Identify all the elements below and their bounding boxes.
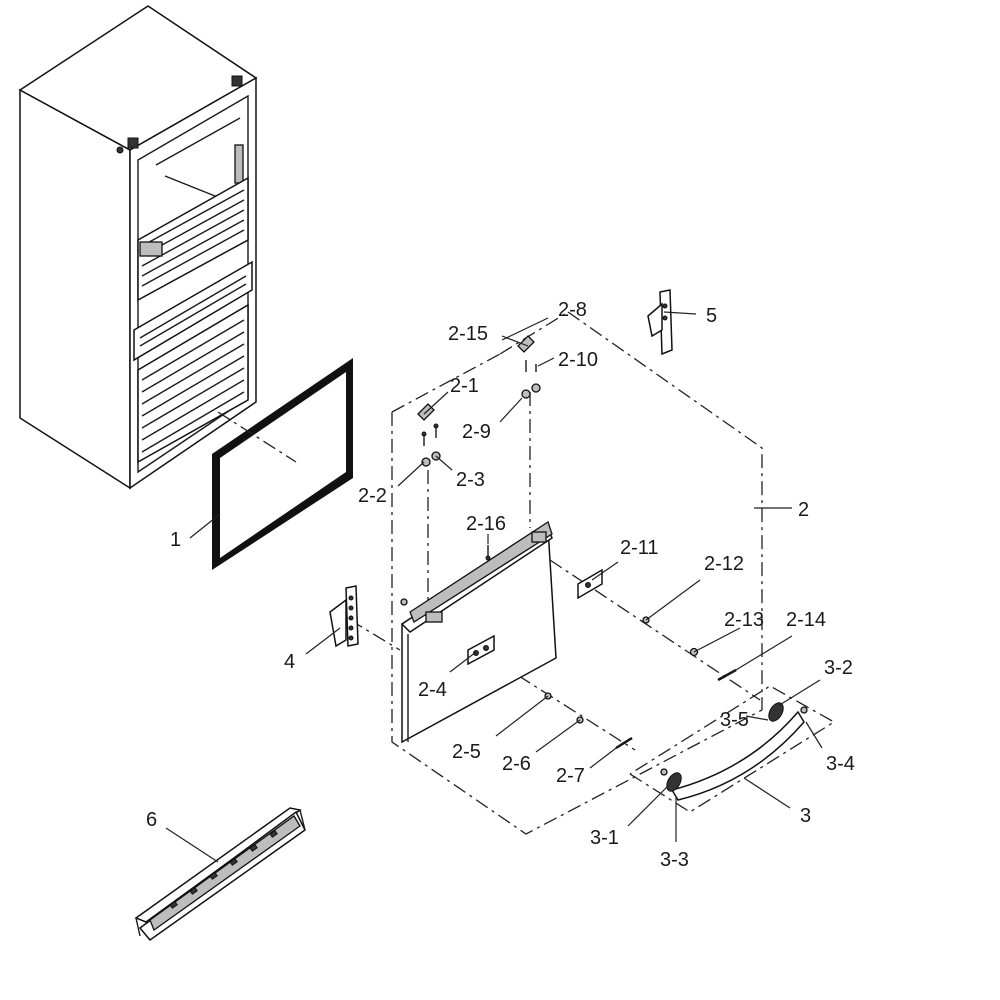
label-6: 6: [146, 809, 157, 831]
label-2-15: 2-15: [448, 323, 488, 345]
label-2-3: 2-3: [456, 469, 485, 491]
label-2-5: 2-5: [452, 741, 481, 763]
label-1: 1: [170, 529, 181, 551]
label-2-4: 2-4: [418, 679, 447, 701]
screw-parts-2-12-to-2-14: [642, 616, 737, 682]
handle-assembly-part-3: [629, 685, 836, 813]
refrigerator-cabinet: [18, 5, 258, 490]
label-2-14: 2-14: [786, 609, 826, 631]
leader-lines: [305, 311, 823, 842]
gasket-alignment-line: [217, 411, 297, 463]
label-2: 2: [798, 499, 809, 521]
label-3-4: 3-4: [826, 753, 855, 775]
label-2-7: 2-7: [556, 765, 585, 787]
door-panel-part-2: [400, 520, 557, 744]
label-3-5: 3-5: [720, 709, 749, 731]
label-2-1: 2-1: [450, 375, 479, 397]
callout-labels: 1 2 2-1 2-2 2-3 2-4 2-5 2-6 2-7 2-8 2-9 …: [146, 299, 855, 871]
label-2-13: 2-13: [724, 609, 764, 631]
handle-part-6: [134, 807, 306, 942]
hinge-parts-2-8-to-2-10: [517, 335, 541, 399]
label-3-2: 3-2: [824, 657, 853, 679]
screw-near-door: [400, 598, 408, 606]
hinge-part-4: [329, 585, 359, 648]
label-2-8: 2-8: [558, 299, 587, 321]
label-3-3: 3-3: [660, 849, 689, 871]
label-4: 4: [284, 651, 295, 673]
label-2-6: 2-6: [502, 753, 531, 775]
label-3-1: 3-1: [590, 827, 619, 849]
label-2-16: 2-16: [466, 513, 506, 535]
label-2-2: 2-2: [358, 485, 387, 507]
label-2-11: 2-11: [620, 537, 659, 559]
label-2-12: 2-12: [704, 553, 744, 575]
label-2-10: 2-10: [558, 349, 598, 371]
label-5: 5: [706, 305, 717, 327]
label-2-9: 2-9: [462, 421, 491, 443]
leader-1: [189, 513, 221, 539]
label-3: 3: [800, 805, 811, 827]
leader-6: [165, 827, 219, 863]
door-assembly-outline: [349, 311, 763, 835]
gasket-part-1: [212, 358, 353, 570]
bracket-2-11: [577, 568, 603, 600]
hinge-part-5: [647, 289, 673, 356]
